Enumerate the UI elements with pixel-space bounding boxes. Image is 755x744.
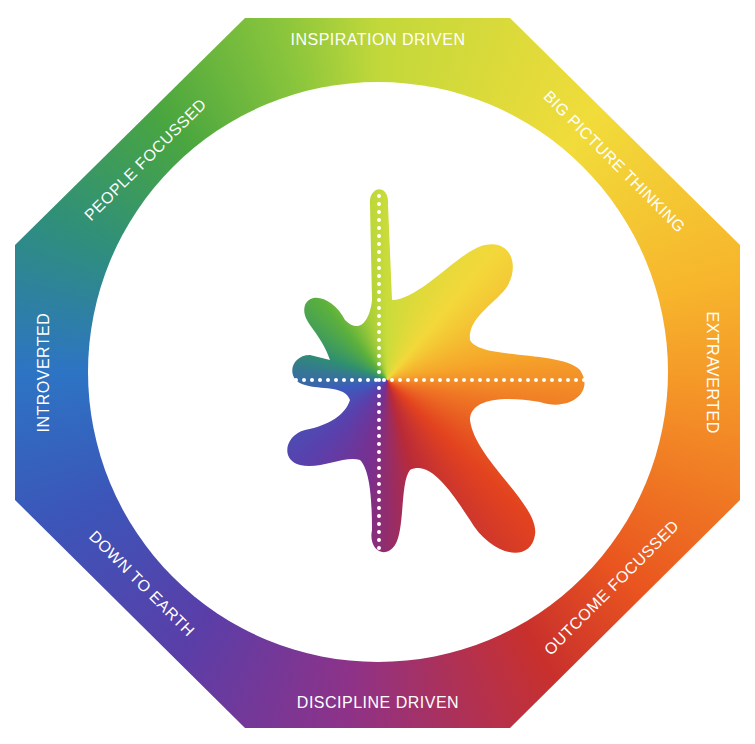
trait-label: DISCIPLINE DRIVEN	[297, 693, 459, 712]
trait-label: EXTRAVERTED	[702, 312, 721, 434]
trait-label: INSPIRATION DRIVEN	[291, 30, 466, 49]
trait-label: DOWN TO EARTH	[85, 527, 199, 641]
trait-label: OUTCOME FOCUSSED	[540, 516, 683, 659]
trait-label: BIG PICTURE THINKING	[539, 87, 689, 237]
trait-label: INTROVERTED	[34, 313, 53, 433]
trait-label: PEOPLE FOCUSSED	[80, 95, 210, 225]
